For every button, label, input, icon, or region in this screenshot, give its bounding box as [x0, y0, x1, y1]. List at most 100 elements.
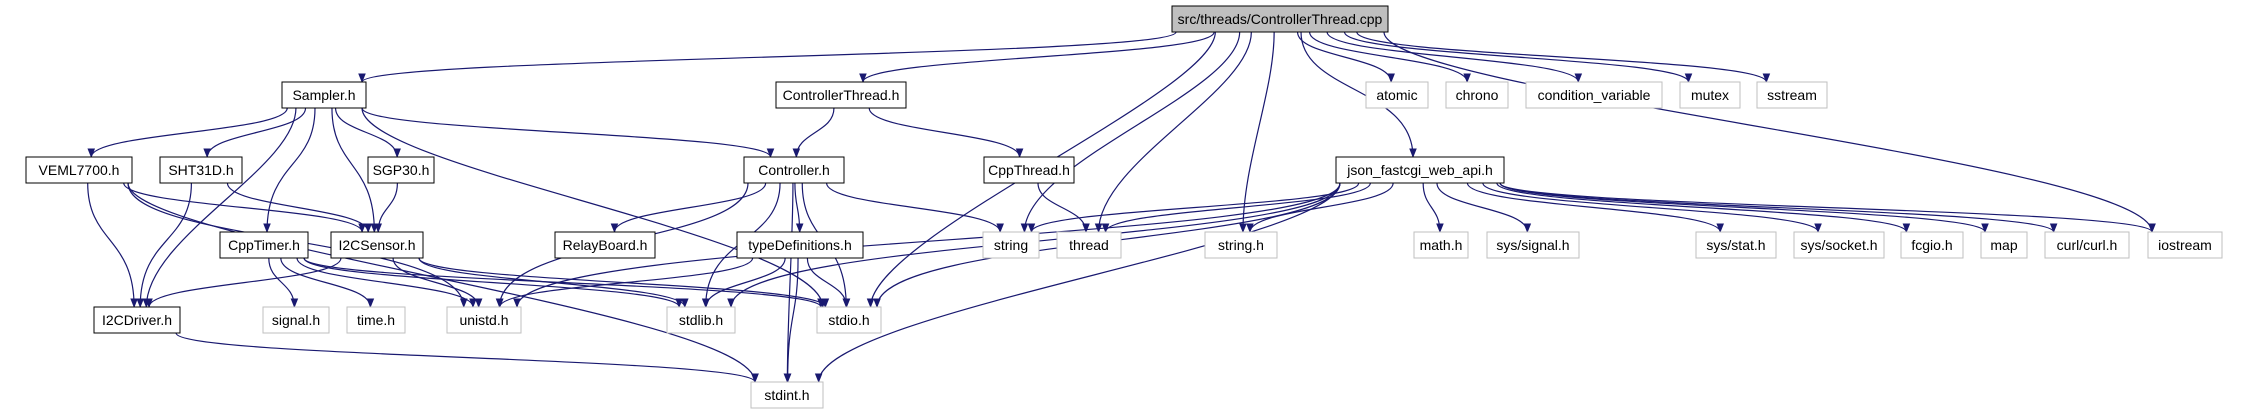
- node-box-fcgio: [1900, 231, 1964, 259]
- edge-controller-to-string: [825, 182, 1004, 233]
- edge-json-to-thread: [1101, 182, 1371, 233]
- node-syssignal: sys/signal.h: [1486, 231, 1580, 259]
- node-box-sysstat: [1695, 231, 1777, 259]
- edge-sgp-to-i2csensor: [374, 182, 398, 233]
- node-label-syssignal: sys/signal.h: [1496, 237, 1569, 253]
- node-label-condvar: condition_variable: [1538, 87, 1651, 103]
- node-stdio: stdio.h: [816, 306, 882, 334]
- edge-cpptimer-to-timeh: [280, 257, 375, 308]
- edge-i2cdriver-to-stdint: [175, 332, 759, 383]
- node-box-syssignal: [1486, 231, 1580, 259]
- node-i2cdriver[interactable]: I2CDriver.h: [93, 306, 181, 334]
- node-box-syssocket: [1793, 231, 1885, 259]
- node-cpptimer[interactable]: CppTimer.h: [219, 231, 309, 259]
- node-label-json: json_fastcgi_web_api.h: [1346, 162, 1493, 178]
- edge-veml-to-i2csensor: [123, 182, 366, 233]
- node-cppthread[interactable]: CppThread.h: [983, 156, 1075, 184]
- edge-sampler-to-sgp: [334, 107, 401, 158]
- edge-json-to-unistd: [513, 182, 1341, 308]
- node-sampler[interactable]: Sampler.h: [281, 81, 367, 109]
- edge-json-to-syssignal: [1436, 182, 1532, 233]
- node-box-i2csensor: [330, 231, 424, 259]
- node-label-mathh: math.h: [1420, 237, 1463, 253]
- node-veml[interactable]: VEML7700.h: [25, 156, 133, 184]
- node-sgp[interactable]: SGP30.h: [367, 156, 435, 184]
- node-label-i2csensor: I2CSensor.h: [338, 237, 415, 253]
- node-label-unistd: unistd.h: [459, 312, 508, 328]
- node-label-syssocket: sys/socket.h: [1800, 237, 1877, 253]
- node-box-mutex: [1679, 81, 1741, 109]
- node-label-chrono: chrono: [1456, 87, 1499, 103]
- edge-sampler-to-controller: [361, 107, 775, 158]
- edge-cppthread-to-thread: [1037, 182, 1090, 233]
- node-box-stdint: [750, 381, 824, 409]
- node-controller[interactable]: Controller.h: [743, 156, 845, 184]
- node-atomic: atomic: [1365, 81, 1429, 109]
- node-label-map: map: [1990, 237, 2017, 253]
- node-stdlib: stdlib.h: [666, 306, 736, 334]
- node-box-unistd: [446, 306, 522, 334]
- node-i2csensor[interactable]: I2CSensor.h: [330, 231, 424, 259]
- edge-json-to-syssocket: [1482, 182, 1822, 233]
- node-label-relay: RelayBoard.h: [563, 237, 648, 253]
- node-box-condvar: [1525, 81, 1663, 109]
- node-typedef[interactable]: typeDefinitions.h: [736, 231, 864, 259]
- node-box-string: [982, 231, 1040, 259]
- node-label-typedef: typeDefinitions.h: [748, 237, 852, 253]
- node-sysstat: sys/stat.h: [1695, 231, 1777, 259]
- edge-typedef-to-stdint: [783, 257, 799, 383]
- edge-root-to-string: [1020, 31, 1241, 233]
- node-label-curl: curl/curl.h: [2057, 237, 2118, 253]
- node-box-sstream: [1756, 81, 1828, 109]
- node-label-iostream: iostream: [2158, 237, 2212, 253]
- node-label-sysstat: sys/stat.h: [1706, 237, 1765, 253]
- node-label-stringh: string.h: [1218, 237, 1264, 253]
- node-iostream: iostream: [2147, 231, 2223, 259]
- node-box-stdio: [816, 306, 882, 334]
- node-timeh: time.h: [346, 306, 406, 334]
- node-box-root: [1171, 5, 1389, 33]
- edge-sht-to-i2csensor: [226, 182, 372, 233]
- node-label-string: string: [994, 237, 1028, 253]
- node-mutex: mutex: [1679, 81, 1741, 109]
- edge-i2csensor-to-stdlib: [418, 257, 689, 308]
- edge-root-to-json: [1300, 31, 1417, 158]
- node-label-signalh: signal.h: [272, 312, 320, 328]
- node-box-map: [1980, 231, 2028, 259]
- edge-sampler-to-i2csensor: [331, 107, 379, 233]
- node-box-controller: [743, 156, 845, 184]
- node-label-i2cdriver: I2CDriver.h: [102, 312, 172, 328]
- node-label-cpptimer: CppTimer.h: [228, 237, 300, 253]
- node-unistd: unistd.h: [446, 306, 522, 334]
- node-label-mutex: mutex: [1691, 87, 1729, 103]
- node-label-root: src/threads/ControllerThread.cpp: [1178, 11, 1383, 27]
- dependency-edges: [87, 31, 2156, 383]
- node-label-controller: Controller.h: [758, 162, 830, 178]
- edge-json-to-stringh: [1246, 182, 1394, 233]
- node-label-sstream: sstream: [1767, 87, 1817, 103]
- edge-json-to-stdint: [814, 182, 1341, 383]
- node-fcgio: fcgio.h: [1900, 231, 1964, 259]
- node-chrono: chrono: [1445, 81, 1509, 109]
- edge-json-to-string: [1027, 182, 1360, 233]
- node-sht[interactable]: SHT31D.h: [159, 156, 243, 184]
- node-json[interactable]: json_fastcgi_web_api.h: [1335, 156, 1505, 184]
- edge-root-to-sstream: [1356, 31, 1771, 83]
- node-box-chrono: [1445, 81, 1509, 109]
- edge-root-to-mutex: [1343, 31, 1693, 83]
- node-label-thread: thread: [1069, 237, 1109, 253]
- edge-typedef-to-unistd: [496, 257, 754, 308]
- edge-i2csensor-to-i2cdriver: [145, 257, 342, 308]
- node-box-signalh: [262, 306, 330, 334]
- edge-root-to-sampler: [358, 31, 1177, 83]
- node-thread: thread: [1056, 231, 1122, 259]
- node-relay[interactable]: RelayBoard.h: [554, 231, 656, 259]
- node-box-mathh: [1413, 231, 1469, 259]
- node-syssocket: sys/socket.h: [1793, 231, 1885, 259]
- node-label-sgp: SGP30.h: [373, 162, 430, 178]
- node-sstream: sstream: [1756, 81, 1828, 109]
- node-box-typedef: [736, 231, 864, 259]
- node-root[interactable]: src/threads/ControllerThread.cpp: [1171, 5, 1389, 33]
- node-ctrlthread[interactable]: ControllerThread.h: [775, 81, 907, 109]
